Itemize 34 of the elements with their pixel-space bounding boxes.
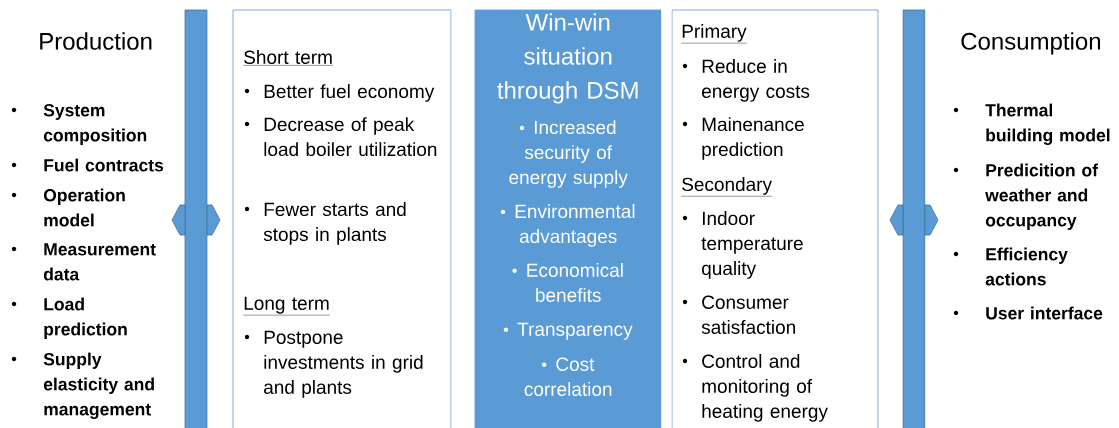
bullet-item: System composition — [43, 104, 147, 145]
section-heading: Secondary — [681, 177, 773, 197]
heading: Win-win situation through DSM — [497, 13, 638, 104]
bullet-item: Better fuel economy — [264, 84, 435, 102]
bullet-item: Consumer satisfaction — [701, 295, 795, 334]
bullet-item: Efficiency actions — [985, 247, 1068, 286]
bullet-item: Predicition of weather and occupancy — [985, 163, 1098, 230]
heading: Consumption — [961, 32, 1101, 55]
section-heading: Short term — [243, 50, 334, 66]
bullet-item: Control and monitoring of heating energy — [702, 354, 828, 422]
bullet-item: Postpone investments in grid and plants — [264, 330, 423, 398]
bullet-item: Thermal building model — [985, 103, 1110, 145]
bullet-item: Decrease of peak load boiler utilization — [264, 117, 437, 157]
text-box — [232, 9, 452, 428]
bullet-item: Environmental advantages — [500, 204, 635, 247]
bullet-item: Indoor temperature quality — [701, 211, 803, 279]
bullet-item: Fewer starts and stops in plants — [263, 202, 406, 245]
double-arrow-bar — [171, 9, 221, 428]
bullet-item: Load prediction — [44, 297, 127, 339]
double-arrow-bar — [889, 9, 939, 428]
bullet-item: Increased security of energy supply — [509, 120, 628, 188]
bullet-item: Mainenance prediction — [702, 117, 804, 160]
section-heading: Primary — [681, 24, 747, 44]
highlight-box — [474, 9, 662, 428]
bullet-item: Reduce in energy costs — [702, 59, 810, 102]
bullet-item: Operation model — [43, 188, 125, 227]
bullet-item: Economical benefits — [512, 263, 623, 302]
bullet-item: User interface — [986, 306, 1103, 320]
bullet-item: Cost correlation — [524, 357, 612, 396]
bullet-item: Transparency — [503, 322, 633, 340]
bullet-item: Measurement data — [43, 243, 156, 281]
text-box — [671, 9, 879, 428]
bullet-item: Supply elasticity and management — [43, 352, 154, 419]
section-heading: Long term — [243, 296, 330, 316]
